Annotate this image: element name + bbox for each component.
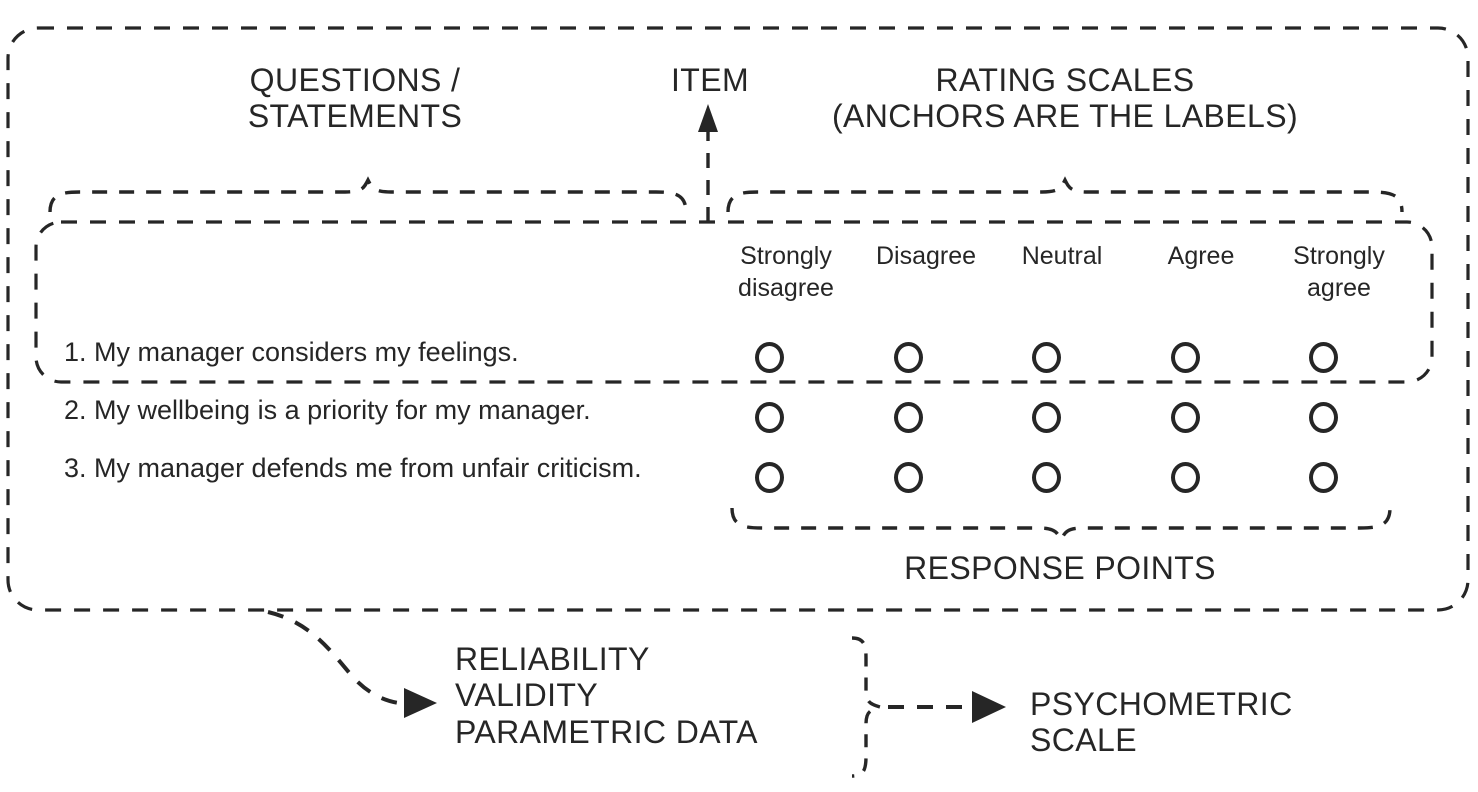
survey-item-row: 2. My wellbeing is a priority for my man… xyxy=(64,395,704,426)
item-statement: My wellbeing is a priority for my manage… xyxy=(94,395,591,425)
response-option-circle[interactable] xyxy=(754,341,784,373)
rating-scales-label: RATING SCALES (ANCHORS ARE THE LABELS) xyxy=(831,62,1299,135)
item-pointer-arrowhead xyxy=(698,104,718,132)
response-option-circle[interactable] xyxy=(1308,461,1338,493)
response-option-circle[interactable] xyxy=(893,401,923,433)
anchor-label-strongly-agree: Strongly agree xyxy=(1293,242,1385,302)
response-option-circle[interactable] xyxy=(1031,461,1061,493)
anchor-label-strongly-disagree: Strongly disagree xyxy=(738,242,834,302)
response-option-circle[interactable] xyxy=(893,341,923,373)
survey-item-row: 3. My manager defends me from unfair cri… xyxy=(64,453,704,484)
item-number: 1. xyxy=(64,337,87,367)
psychometric-scale-label: PSYCHOMETRIC SCALE xyxy=(1030,686,1293,759)
anchor-label-agree: Agree xyxy=(1167,242,1235,270)
questions-brace xyxy=(48,176,688,213)
response-option-circle[interactable] xyxy=(893,461,923,493)
item-boundary xyxy=(34,220,1434,384)
response-points-label: RESPONSE POINTS xyxy=(904,550,1216,586)
qualities-group-brace xyxy=(851,636,886,778)
response-option-circle[interactable] xyxy=(1170,461,1200,493)
reliability-validity-parametric-label: RELIABILITY VALIDITY PARAMETRIC DATA xyxy=(455,641,758,750)
psychometric-arrowhead xyxy=(972,691,1006,723)
survey-item-row: 1. My manager considers my feelings. xyxy=(64,337,704,368)
anchor-label-neutral: Neutral xyxy=(1021,242,1103,270)
item-statement: My manager defends me from unfair critic… xyxy=(94,453,642,483)
response-option-circle[interactable] xyxy=(754,401,784,433)
qualities-arrow-line xyxy=(267,610,413,706)
response-option-circle[interactable] xyxy=(1170,341,1200,373)
outer-scale-boundary xyxy=(6,26,1470,612)
rating-scales-brace xyxy=(726,176,1404,213)
response-option-circle[interactable] xyxy=(1031,341,1061,373)
response-option-circle[interactable] xyxy=(1308,341,1338,373)
item-number: 2. xyxy=(64,395,87,425)
item-label: ITEM xyxy=(670,62,750,98)
qualities-arrowhead xyxy=(404,688,437,718)
item-number: 3. xyxy=(64,453,87,483)
response-option-circle[interactable] xyxy=(1031,401,1061,433)
questions-statements-label: QUESTIONS / STATEMENTS xyxy=(247,62,463,135)
anchor-label-disagree: Disagree xyxy=(875,242,977,270)
response-option-circle[interactable] xyxy=(1308,401,1338,433)
item-statement: My manager considers my feelings. xyxy=(94,337,519,367)
response-points-brace xyxy=(730,507,1392,544)
response-option-circle[interactable] xyxy=(1170,401,1200,433)
response-option-circle[interactable] xyxy=(754,461,784,493)
